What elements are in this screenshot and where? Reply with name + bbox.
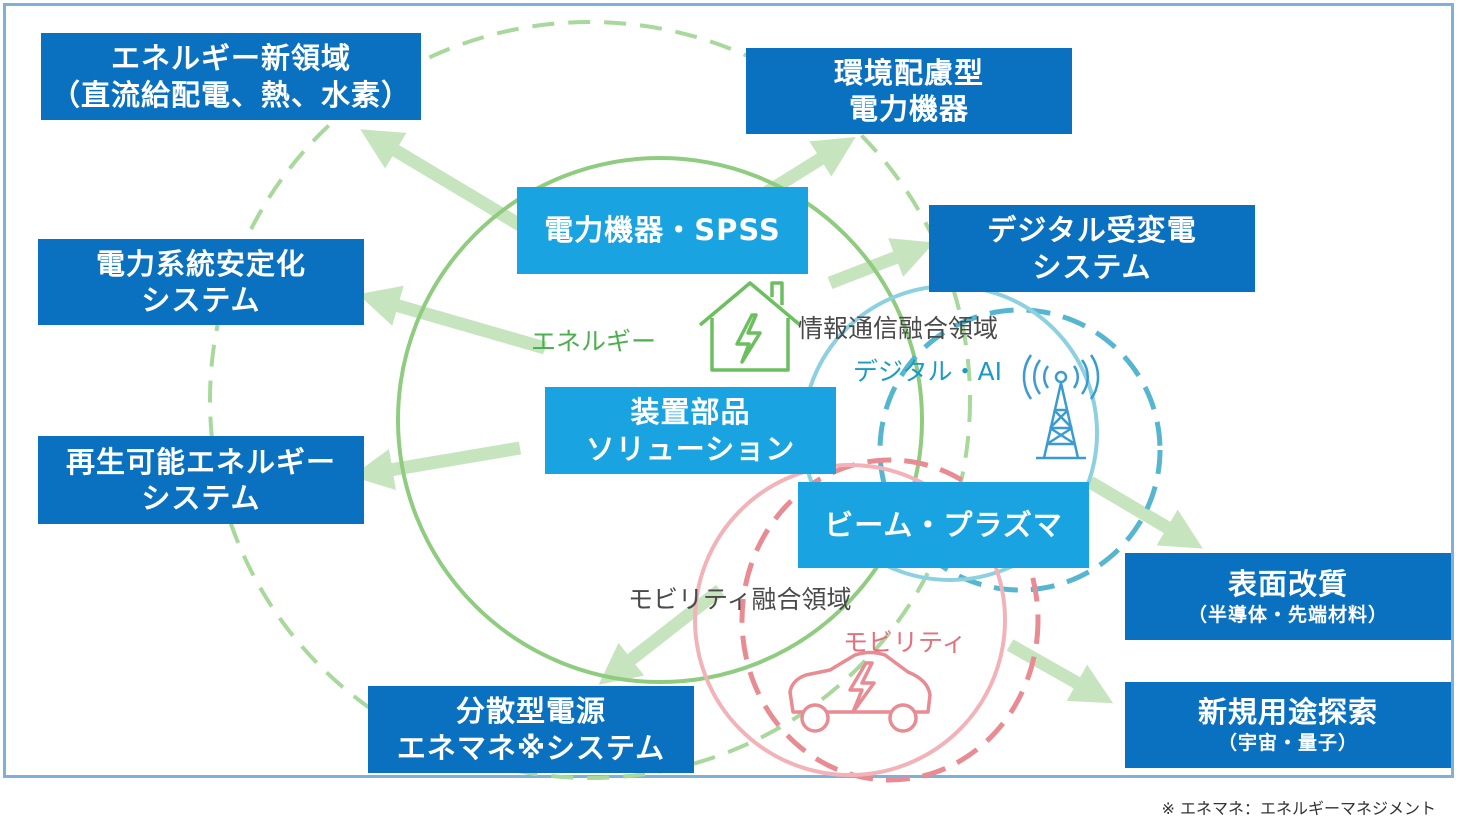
box-distributed-line2: エネマネ※システム: [396, 730, 666, 765]
house-lightning-icon: [698, 281, 802, 372]
box-grid-line2: システム: [141, 283, 261, 317]
box-device-parts-line1: 装置部品: [630, 395, 751, 430]
box-beam-plasma-line1: ビーム・プラズマ: [824, 507, 1063, 542]
box-new-use-line2: （宇宙・量子）: [1217, 732, 1358, 755]
mobility-solid-circle: [693, 463, 1007, 777]
box-device-parts-line2: ソリューション: [585, 431, 796, 466]
arrow-to-distributed: [598, 584, 725, 685]
box-new-energy-line1: エネルギー新領域: [110, 41, 351, 76]
energy-outer-dashed-circle: [208, 20, 972, 780]
box-distributed-line1: 分散型電源: [455, 694, 606, 729]
label-info-comm-fusion: 情報通信融合領域: [798, 314, 999, 343]
label-energy: エネルギー: [531, 327, 657, 356]
box-new-application: 新規用途探索 （宇宙・量子）: [1125, 682, 1451, 768]
arrow-to-grid: [358, 285, 547, 355]
mobility-dashed-circle: [739, 457, 1041, 783]
box-surface-modification: 表面改質 （半導体・先端材料）: [1125, 553, 1451, 640]
box-beam-plasma: ビーム・プラズマ: [798, 482, 1089, 568]
arrow-to-surface: [1086, 476, 1203, 549]
box-power-spss-line1: 電力機器・SPSS: [544, 213, 781, 248]
box-renewable-energy: 再生可能エネルギー システム: [38, 436, 364, 524]
box-renewable-line1: 再生可能エネルギー: [65, 444, 336, 479]
label-mobility-fusion: モビリティ融合領域: [628, 585, 852, 614]
footnote: ※ エネマネ：エネルギーマネジメント: [1161, 799, 1437, 818]
label-mobility: モビリティ: [843, 628, 967, 657]
box-surface-line1: 表面改質: [1227, 566, 1348, 601]
arrow-to-new-use: [1006, 639, 1114, 704]
box-digital-substation-line2: システム: [1032, 249, 1152, 284]
arrow-to-renewable: [351, 441, 522, 491]
box-new-energy-line2: （直流給配電、熱、水素）: [50, 77, 411, 112]
box-grid-line1: 電力系統安定化: [95, 246, 306, 281]
box-renewable-line2: システム: [141, 481, 261, 515]
label-digital-ai: デジタル・AI: [853, 357, 1002, 386]
box-grid-stabilization: 電力系統安定化 システム: [38, 239, 364, 325]
box-device-parts-solution: 装置部品 ソリューション: [545, 387, 836, 474]
box-power-equipment-spss: 電力機器・SPSS: [517, 187, 808, 274]
box-digital-substation-line1: デジタル受変電: [987, 213, 1197, 248]
box-eco-power-line2: 電力機器: [848, 92, 969, 126]
radio-tower-icon: [1022, 354, 1100, 460]
box-digital-substation: デジタル受変電 システム: [929, 205, 1255, 292]
energy-inner-circle: [396, 156, 924, 684]
box-eco-power-line1: 環境配慮型: [833, 55, 984, 90]
box-new-energy-domain: エネルギー新領域 （直流給配電、熱、水素）: [41, 33, 421, 120]
box-eco-power-equipment: 環境配慮型 電力機器: [746, 48, 1072, 134]
box-distributed-power: 分散型電源 エネマネ※システム: [368, 686, 694, 773]
box-new-use-line1: 新規用途探索: [1197, 695, 1378, 729]
electric-car-icon: [788, 650, 932, 733]
box-surface-line2: （半導体・先端材料）: [1187, 603, 1388, 626]
digital-dashed-circle: [877, 307, 1163, 593]
